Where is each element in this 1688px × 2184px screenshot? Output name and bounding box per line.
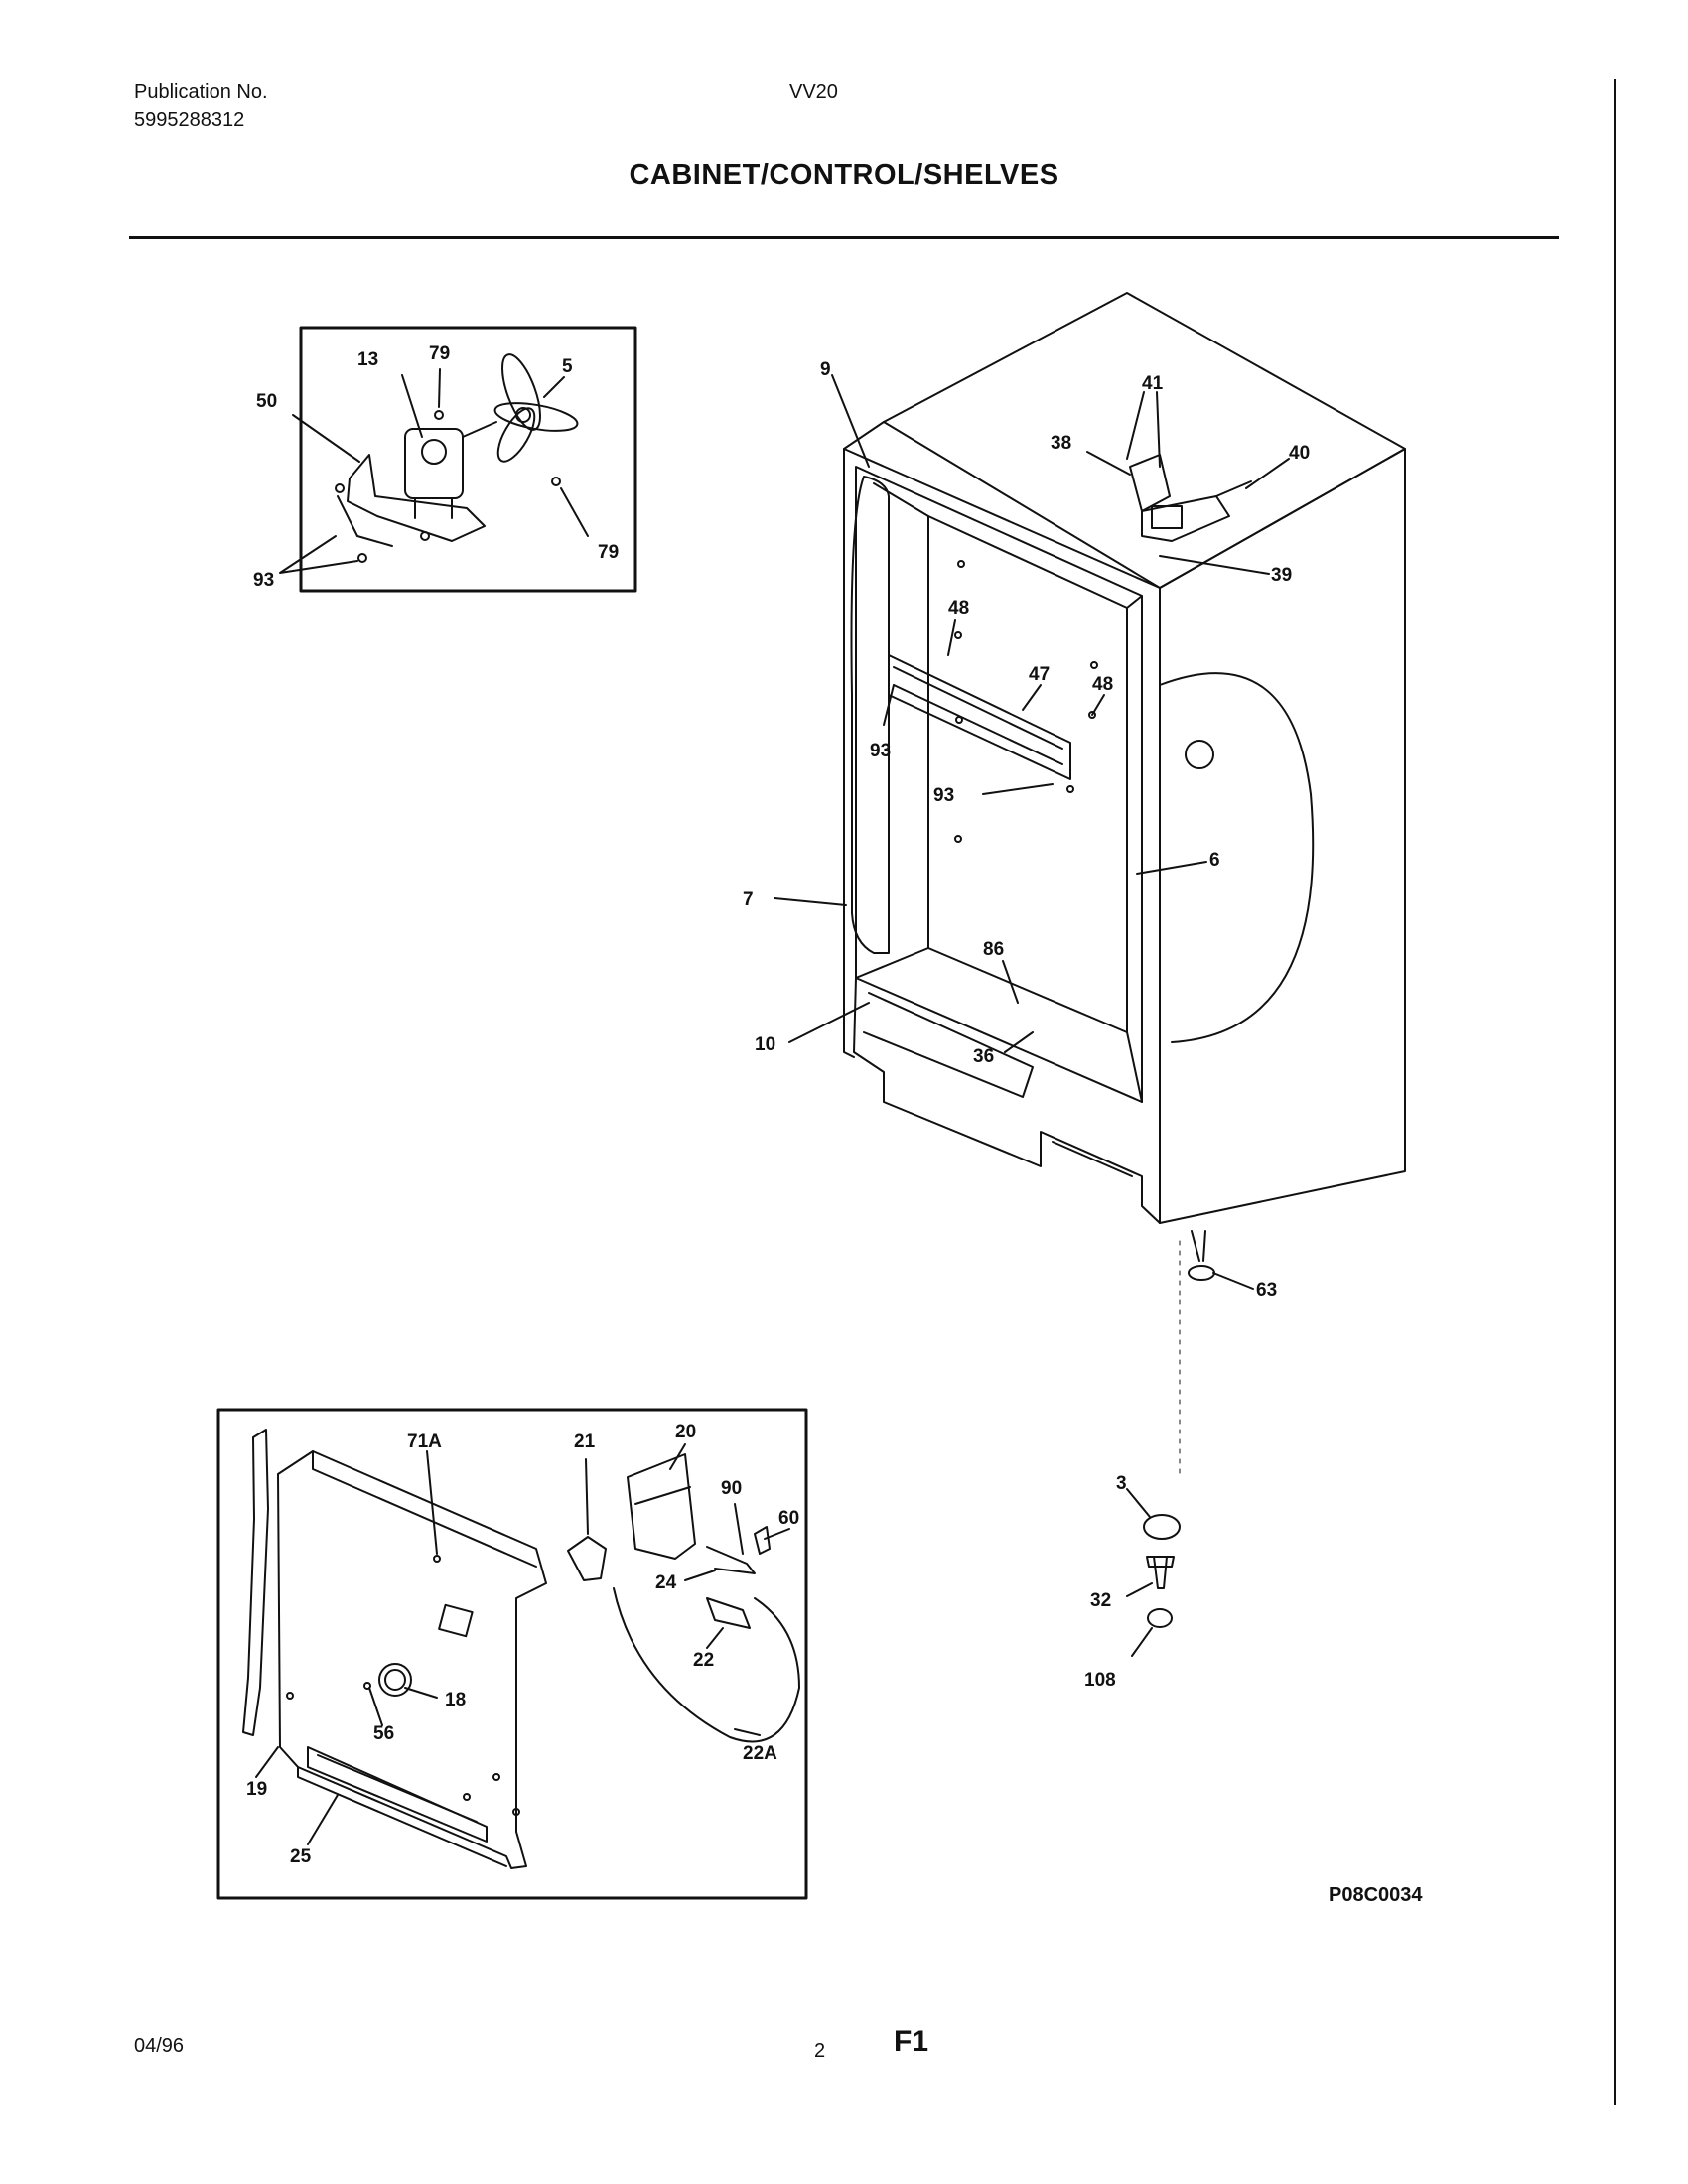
revision-date: 04/96 xyxy=(134,2035,185,2057)
callout-6: 6 xyxy=(1209,850,1220,871)
callout-7: 7 xyxy=(743,889,754,910)
callout-19: 19 xyxy=(246,1779,267,1800)
callout-9: 9 xyxy=(820,359,831,380)
callout-3: 3 xyxy=(1116,1473,1127,1494)
callout-32: 32 xyxy=(1090,1590,1111,1611)
page-title: CABINET/CONTROL/SHELVES xyxy=(629,159,1059,191)
callout-108: 108 xyxy=(1084,1670,1116,1691)
callout-93: 93 xyxy=(253,570,274,591)
callout-38: 38 xyxy=(1051,433,1071,454)
control-panel-inset xyxy=(216,1408,808,1900)
callout-22A: 22A xyxy=(743,1743,777,1764)
callout-63: 63 xyxy=(1256,1280,1277,1300)
publication-label: Publication No. xyxy=(134,81,268,103)
callout-56: 56 xyxy=(373,1723,394,1744)
callout-86: 86 xyxy=(983,939,1004,960)
header-divider xyxy=(129,236,1559,239)
callout-24: 24 xyxy=(655,1572,677,1593)
callout-71A: 71A xyxy=(407,1432,442,1452)
leveling-parts xyxy=(1126,1488,1181,1657)
callout-93: 93 xyxy=(933,785,954,806)
fan-motor-inset xyxy=(279,326,637,593)
callout-18: 18 xyxy=(445,1690,466,1710)
callout-48: 48 xyxy=(948,598,969,618)
callout-20: 20 xyxy=(675,1422,696,1442)
figure-label: F1 xyxy=(894,2025,929,2058)
callout-5: 5 xyxy=(562,356,573,377)
right-margin-rule xyxy=(1614,79,1616,2105)
callout-79: 79 xyxy=(429,343,450,364)
callout-60: 60 xyxy=(778,1508,799,1529)
callout-47: 47 xyxy=(1029,664,1050,685)
callout-36: 36 xyxy=(973,1046,994,1067)
callout-39: 39 xyxy=(1271,565,1292,586)
callout-93: 93 xyxy=(870,741,891,761)
callout-90: 90 xyxy=(721,1478,742,1499)
callout-50: 50 xyxy=(256,391,277,412)
model-number: VV20 xyxy=(789,81,838,103)
callout-10: 10 xyxy=(755,1034,775,1055)
callout-40: 40 xyxy=(1289,443,1310,464)
callout-25: 25 xyxy=(290,1846,312,1867)
page-number: 2 xyxy=(814,2040,826,2062)
callout-labels: 13 79 5 50 93 79 9 41 38 40 39 48 47 48 … xyxy=(246,343,1310,1867)
publication-number: 5995288312 xyxy=(134,109,245,131)
cabinet-assembly xyxy=(774,292,1406,1290)
callout-41: 41 xyxy=(1142,373,1164,394)
callout-13: 13 xyxy=(357,349,378,370)
drawing-code: P08C0034 xyxy=(1329,1884,1423,1906)
callout-79: 79 xyxy=(598,542,619,563)
callout-22: 22 xyxy=(693,1650,714,1671)
callout-48: 48 xyxy=(1092,674,1113,695)
callout-21: 21 xyxy=(574,1432,596,1452)
